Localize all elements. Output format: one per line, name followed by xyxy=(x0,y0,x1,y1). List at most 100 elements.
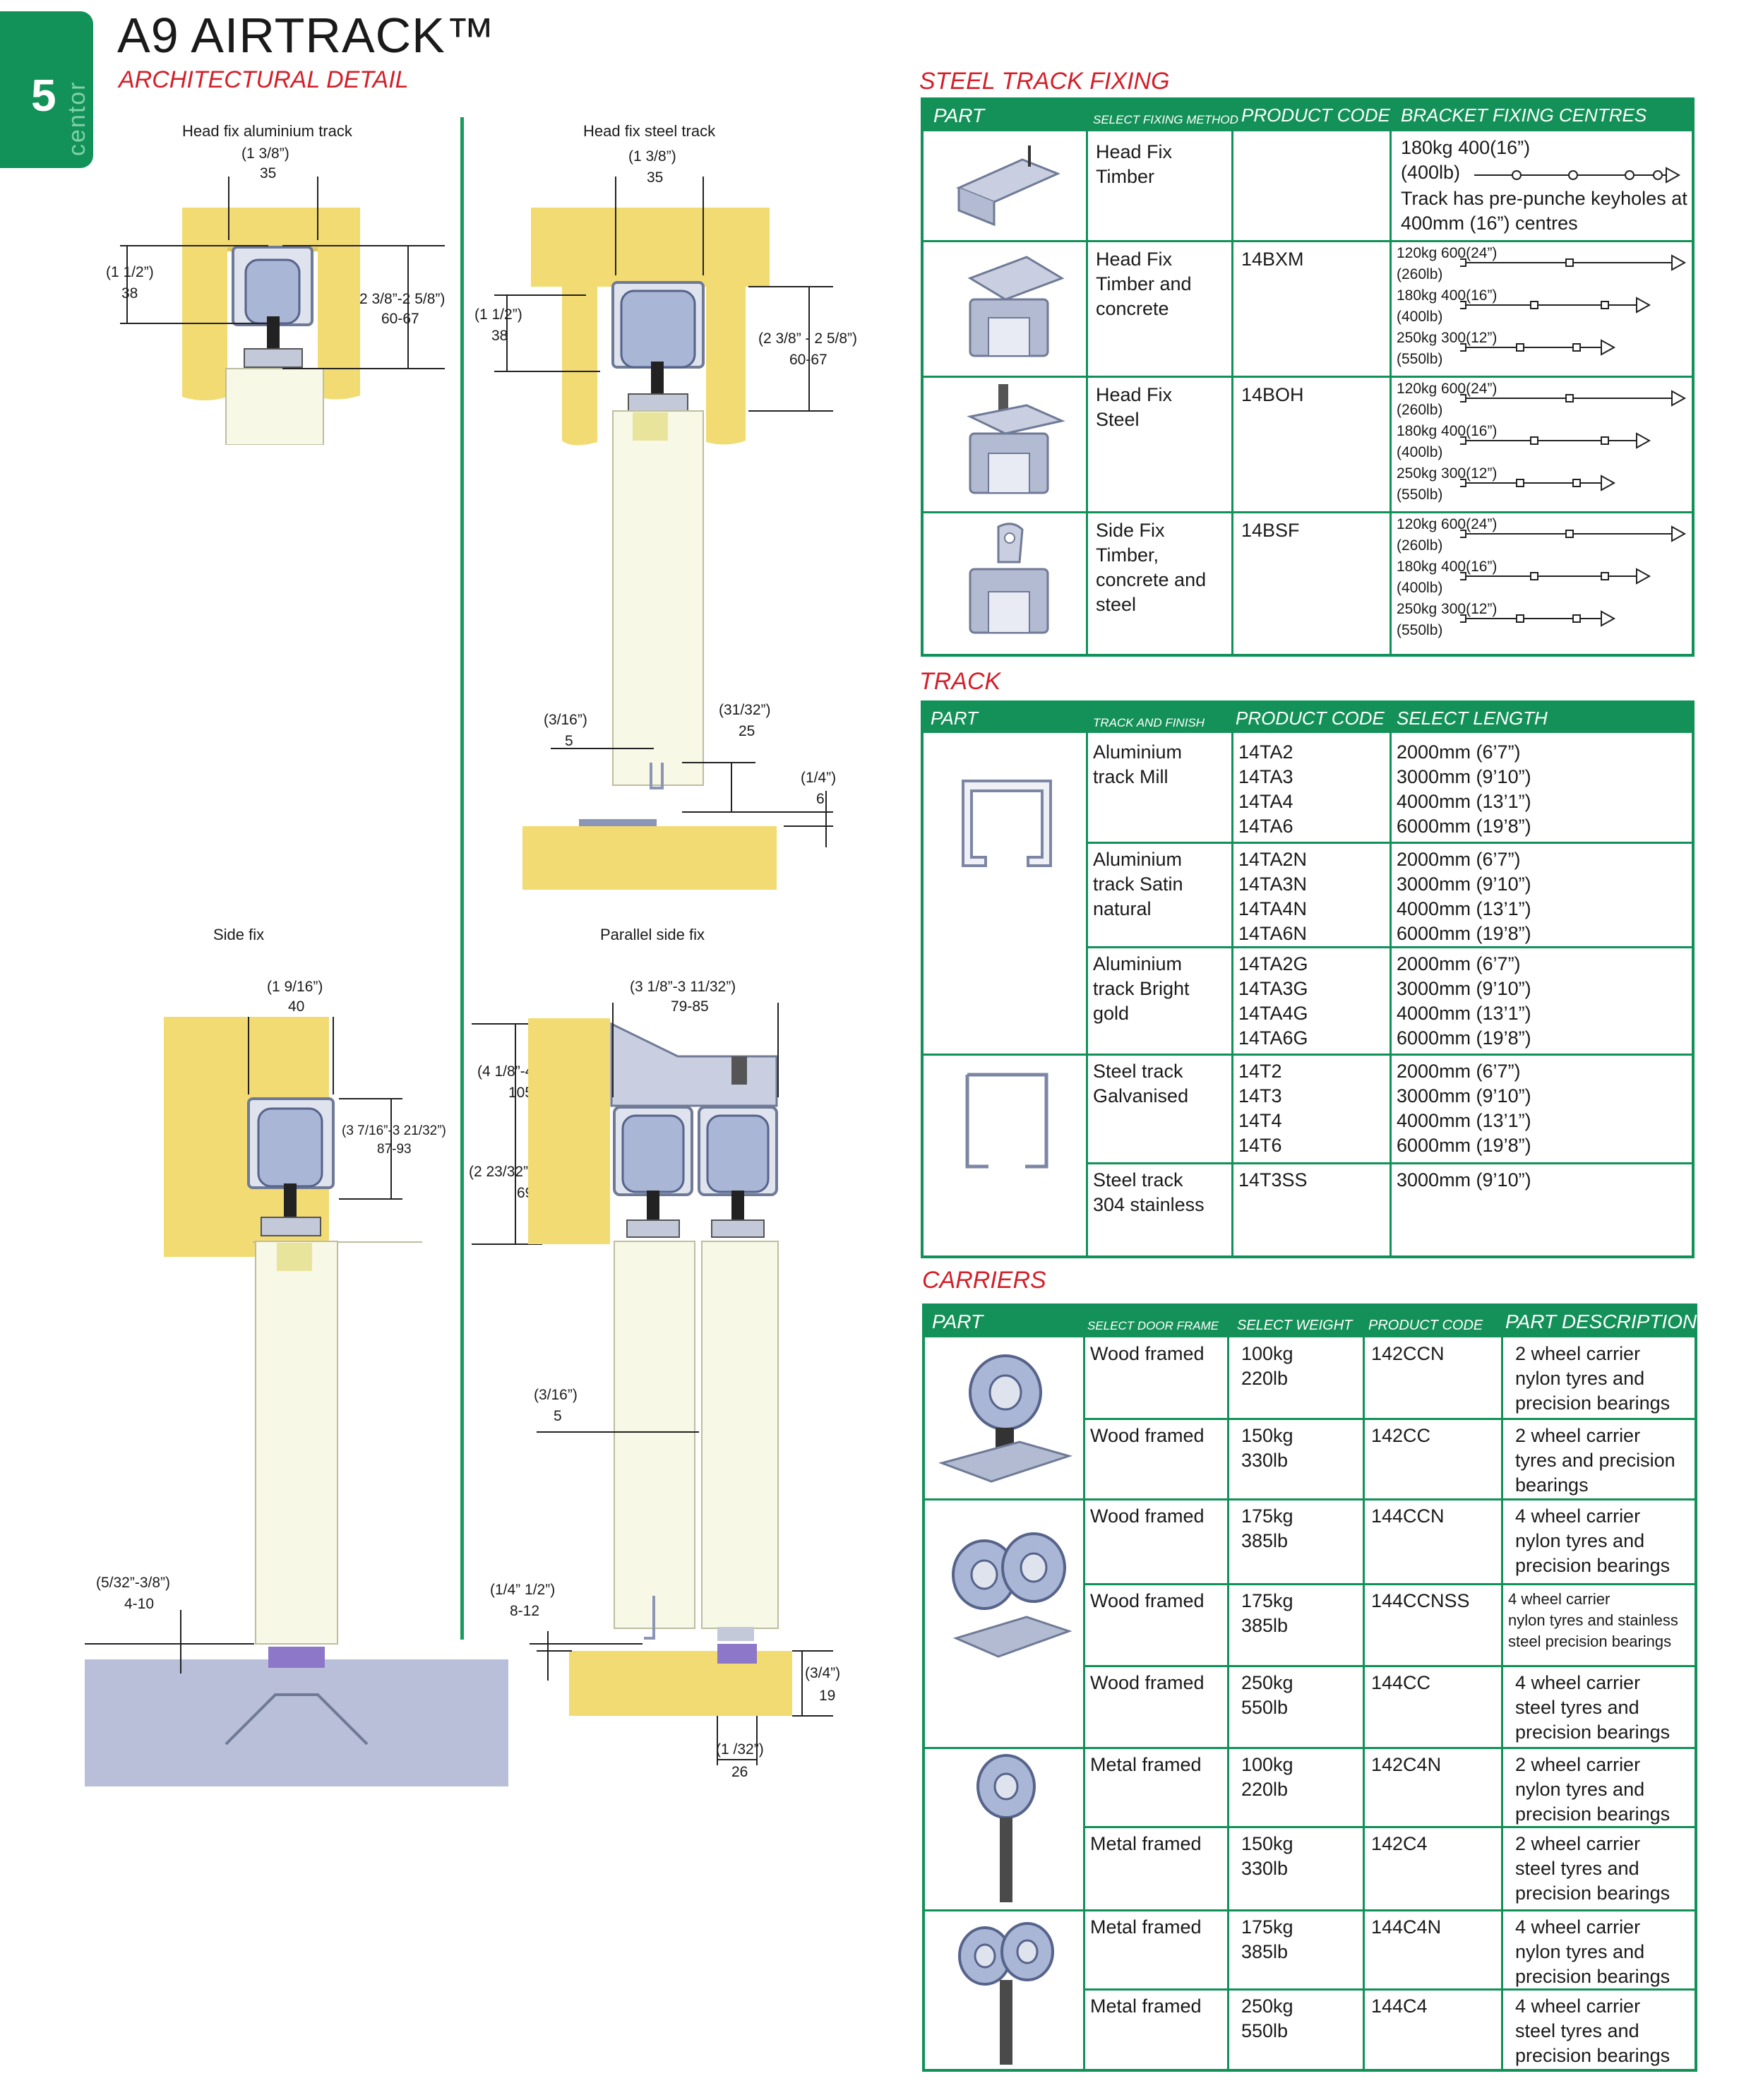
col-code: PRODUCT CODE xyxy=(1368,1318,1483,1333)
product-code: 144C4N xyxy=(1371,1916,1442,1938)
side-fix-graphic xyxy=(85,1017,508,1786)
fixing-method: Head Fix Timber and concrete xyxy=(1096,249,1192,319)
part-description: 4 wheel carrier steel tyres and precisio… xyxy=(1515,1995,1671,2066)
product-code: 14T3SS xyxy=(1238,1169,1308,1191)
keyhole-spacing-line xyxy=(1474,167,1681,184)
dim-guide-w-mm: 26 xyxy=(731,1764,748,1780)
door-frame: Metal framed xyxy=(1090,1754,1202,1775)
bracket-14boh-icon xyxy=(967,384,1065,494)
weight: 175kg 385lb xyxy=(1241,1590,1293,1636)
dim-floor-gap-in: (5/32”-3/8”) xyxy=(96,1575,171,1591)
four-wheel-metal-carrier-icon xyxy=(958,1922,1054,2065)
dim-floor-gap-mm: 8-12 xyxy=(510,1603,540,1619)
door-frame: Metal framed xyxy=(1090,1995,1202,2017)
col-code: PRODUCT CODE xyxy=(1236,708,1385,729)
brand-logo: centor xyxy=(64,80,90,157)
part-description: 2 wheel carrier nylon tyres and precisio… xyxy=(1515,1343,1671,1414)
product-code: 14BSF xyxy=(1241,520,1300,541)
table-header: PART SELECT FIXING METHOD PRODUCT CODE B… xyxy=(924,100,1692,131)
track-finish: Steel track 304 stainless xyxy=(1093,1169,1205,1215)
product-code: 14TA2G 14TA3G 14TA4G 14TA6G xyxy=(1238,953,1308,1049)
dim-guide-gap-in: (3/16”) xyxy=(544,712,587,728)
door-frame: Wood framed xyxy=(1090,1343,1205,1364)
dim-width-mm: 79-85 xyxy=(671,998,709,1015)
dim-floor-h-in: (3/4”) xyxy=(805,1665,841,1681)
drawing-title: Head fix steel track xyxy=(583,122,716,140)
keyhole-note: Track has pre-punche keyholes at 400mm (… xyxy=(1401,188,1687,234)
track-table: PART TRACK AND FINISH PRODUCT CODE SELEC… xyxy=(921,700,1695,1258)
head-fix-aluminium-graphic xyxy=(120,177,445,445)
track-finish: Aluminium track Bright gold xyxy=(1093,953,1190,1024)
steel-track-fixing-title: STEEL TRACK FIXING xyxy=(919,68,1170,95)
dim-right-in: (2 3/8”-2 5/8”) xyxy=(354,291,446,307)
col-code: PRODUCT CODE xyxy=(1241,105,1390,126)
track-finish: Steel track Galvanised xyxy=(1093,1061,1189,1106)
dim-width-in: (3 1/8”-3 11/32”) xyxy=(630,979,736,995)
select-length: 2000mm (6’7”) 3000mm (9’10”) 4000mm (13’… xyxy=(1397,849,1531,944)
weight: 100kg 220lb xyxy=(1241,1343,1293,1389)
product-code: 142C4 xyxy=(1371,1833,1428,1854)
dim-width-mm: 35 xyxy=(260,165,277,181)
dim-left-mm: 38 xyxy=(491,328,508,344)
col-finish: TRACK AND FINISH xyxy=(1093,716,1205,729)
part-description: 4 wheel carrier steel tyres and precisio… xyxy=(1515,1672,1671,1743)
product-code: 144CCN xyxy=(1371,1505,1445,1527)
select-length: 3000mm (9’10”) xyxy=(1397,1169,1531,1191)
product-code: 142CCN xyxy=(1371,1343,1445,1364)
dim-left-mm: 38 xyxy=(121,285,138,302)
product-code: 142C4N xyxy=(1371,1754,1442,1775)
aluminium-track-icon xyxy=(962,780,1052,867)
dim-right-mm: 60-67 xyxy=(789,352,827,368)
col-length: SELECT LENGTH xyxy=(1397,708,1548,729)
dim-guide-h-in: (31/32”) xyxy=(719,702,771,718)
weight: 150kg 330lb xyxy=(1241,1833,1293,1879)
section-number: 5 xyxy=(31,70,56,121)
dim-right-in: (2 3/8” - 2 5/8”) xyxy=(758,330,858,347)
column-divider xyxy=(460,117,464,1640)
product-code: 14BXM xyxy=(1241,249,1304,270)
two-wheel-wood-carrier-icon xyxy=(938,1354,1073,1483)
door-frame: Metal framed xyxy=(1090,1833,1202,1854)
bracket-spacing-lines xyxy=(1460,254,1687,356)
dim-guide-gap-mm: 5 xyxy=(565,733,573,749)
weight: 175kg 385lb xyxy=(1241,1916,1293,1962)
select-length: 2000mm (6’7”) 3000mm (9’10”) 4000mm (13’… xyxy=(1397,741,1531,837)
page-subtitle: ARCHITECTURAL DETAIL xyxy=(119,66,409,93)
steel-track-icon xyxy=(965,1073,1048,1169)
bracket-centres: 180kg 400(16”) (400lb) xyxy=(1401,137,1531,183)
dim-width-mm: 35 xyxy=(647,169,664,186)
dim-guide-w-in: (1 /32”) xyxy=(716,1741,764,1758)
col-part: PART xyxy=(933,105,985,126)
parallel-side-fix-graphic xyxy=(472,1003,833,1765)
track-finish: Aluminium track Satin natural xyxy=(1093,849,1183,919)
bracket-centres: 120kg 600(24”) (260lb) 180kg 400(16”) (4… xyxy=(1397,245,1498,367)
product-code: 144C4 xyxy=(1371,1995,1428,2017)
fixing-method: Head Fix Timber xyxy=(1096,141,1173,187)
select-length: 2000mm (6’7”) 3000mm (9’10”) 4000mm (13’… xyxy=(1397,953,1531,1049)
bracket-14bsf-icon xyxy=(969,523,1049,634)
dim-gap-mm: 5 xyxy=(554,1408,562,1424)
track-finish: Aluminium track Mill xyxy=(1093,741,1183,787)
product-code: 14TA2 14TA3 14TA4 14TA6 xyxy=(1238,741,1293,837)
four-wheel-wood-carrier-icon xyxy=(952,1532,1072,1658)
dim-floor-gap-mm: 4-10 xyxy=(124,1596,155,1612)
weight: 175kg 385lb xyxy=(1241,1505,1293,1551)
col-part: PART xyxy=(932,1311,984,1332)
dim-height-mm: 87-93 xyxy=(377,1142,412,1157)
door-frame: Metal framed xyxy=(1090,1916,1202,1938)
select-length: 2000mm (6’7”) 3000mm (9’10”) 4000mm (13’… xyxy=(1397,1061,1531,1156)
carriers-title: CARRIERS xyxy=(922,1267,1046,1294)
dim-left-in: (1 1/2”) xyxy=(106,264,154,280)
col-part: PART xyxy=(931,708,978,729)
product-code: 14BOH xyxy=(1241,384,1304,405)
door-frame: Wood framed xyxy=(1090,1672,1205,1693)
weight: 250kg 550lb xyxy=(1241,1995,1293,2041)
product-code: 14T2 14T3 14T4 14T6 xyxy=(1238,1061,1282,1156)
weight: 100kg 220lb xyxy=(1241,1754,1293,1800)
head-fix-timber-icon xyxy=(956,145,1060,227)
drawing-title: Head fix aluminium track xyxy=(182,122,352,140)
table-header: PART TRACK AND FINISH PRODUCT CODE SELEC… xyxy=(924,703,1692,733)
part-description: 4 wheel carrier nylon tyres and stainles… xyxy=(1508,1590,1678,1650)
weight: 150kg 330lb xyxy=(1241,1425,1293,1471)
product-code: 144CCNSS xyxy=(1371,1590,1470,1611)
